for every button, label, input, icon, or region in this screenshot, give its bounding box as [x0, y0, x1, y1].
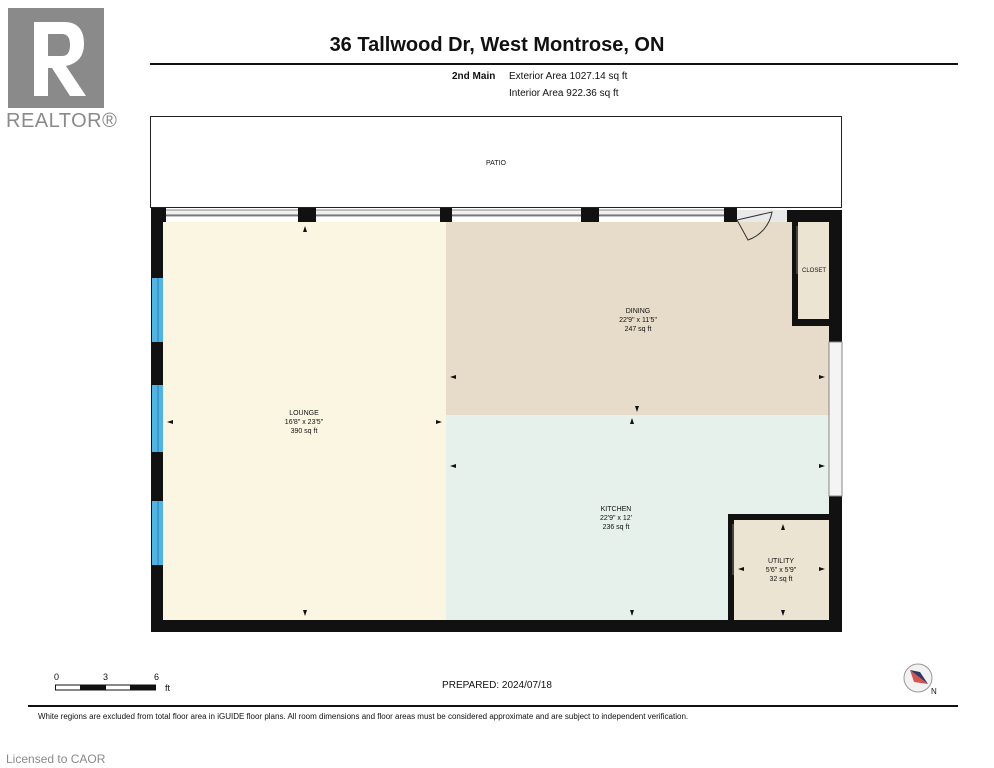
room-label-kitchen: KITCHEN 22'9" x 12' 236 sq ft: [566, 505, 666, 532]
exterior-area: Exterior Area 1027.14 sq ft: [509, 71, 628, 82]
footer-divider: [28, 705, 958, 707]
utility-wall: [728, 514, 734, 620]
wall-right-bottom: [829, 496, 842, 632]
realtor-r-icon: [8, 8, 104, 108]
dining-area: 247 sq ft: [624, 326, 652, 333]
lounge-fill: [163, 222, 446, 620]
patio-area: PATIO: [150, 116, 842, 208]
dining-name: DINING: [625, 308, 651, 315]
entry-fill: [737, 210, 787, 222]
closet-wall: [792, 222, 798, 326]
room-label-dining: DINING 22'9" x 11'5" 247 sq ft: [588, 307, 688, 334]
closet-wall: [792, 319, 829, 326]
disclaimer-text: White regions are excluded from total fl…: [38, 712, 689, 721]
patio-label: PATIO: [486, 160, 506, 167]
post: [298, 208, 316, 222]
wall-right-top: [829, 210, 842, 342]
lounge-area: 390 sq ft: [290, 428, 318, 435]
post: [581, 208, 599, 222]
prepared-date: PREPARED: 2024/07/18: [442, 680, 552, 691]
wall-bottom: [151, 620, 842, 632]
licensed-watermark: Licensed to CAOR: [6, 752, 106, 766]
closet-fill: [798, 222, 829, 319]
dining-fill: [446, 222, 829, 415]
compass-icon: [903, 663, 933, 693]
lounge-name: LOUNGE: [289, 410, 319, 417]
post: [151, 208, 166, 222]
page-title: 36 Tallwood Dr, West Montrose, ON: [329, 34, 665, 56]
scale-unit: ft: [165, 683, 171, 693]
utility-fill: [734, 520, 829, 620]
floor-level: 2nd Main: [452, 71, 496, 82]
lounge-dims: 16'8" x 23'5": [284, 419, 324, 426]
utility-name: UTILITY: [767, 558, 795, 565]
dining-dims: 22'9" x 11'5": [619, 317, 657, 324]
utility-dims: 5'6" x 5'9": [765, 567, 797, 574]
door-swing: [736, 211, 773, 241]
dimension-markers: [167, 226, 825, 616]
scale-tick-6: 6: [154, 672, 160, 682]
scale-tick-0: 0: [54, 672, 60, 682]
room-label-lounge: LOUNGE 16'8" x 23'5" 390 sq ft: [254, 409, 354, 436]
scale-bar: [55, 684, 156, 691]
room-label-utility: UTILITY 5'6" x 5'9" 32 sq ft: [751, 557, 811, 584]
post: [724, 208, 737, 222]
realtor-wordmark: REALTOR®: [6, 110, 118, 132]
kitchen-dims: 22'9" x 12': [599, 515, 632, 522]
utility-area: 32 sq ft: [769, 576, 793, 583]
header-divider: [150, 63, 958, 65]
room-label-closet: CLOSET: [801, 268, 826, 274]
kitchen-name: KITCHEN: [600, 506, 632, 513]
wall-right-window: [828, 341, 843, 497]
utility-wall: [728, 514, 829, 520]
post: [440, 208, 452, 222]
wall-top-right: [787, 210, 842, 222]
scale-tick-3: 3: [103, 672, 109, 682]
realtor-logo: [8, 8, 104, 108]
kitchen-area: 236 sq ft: [602, 524, 630, 531]
compass-north-label: N: [931, 687, 937, 696]
interior-area: Interior Area 922.36 sq ft: [509, 88, 619, 99]
